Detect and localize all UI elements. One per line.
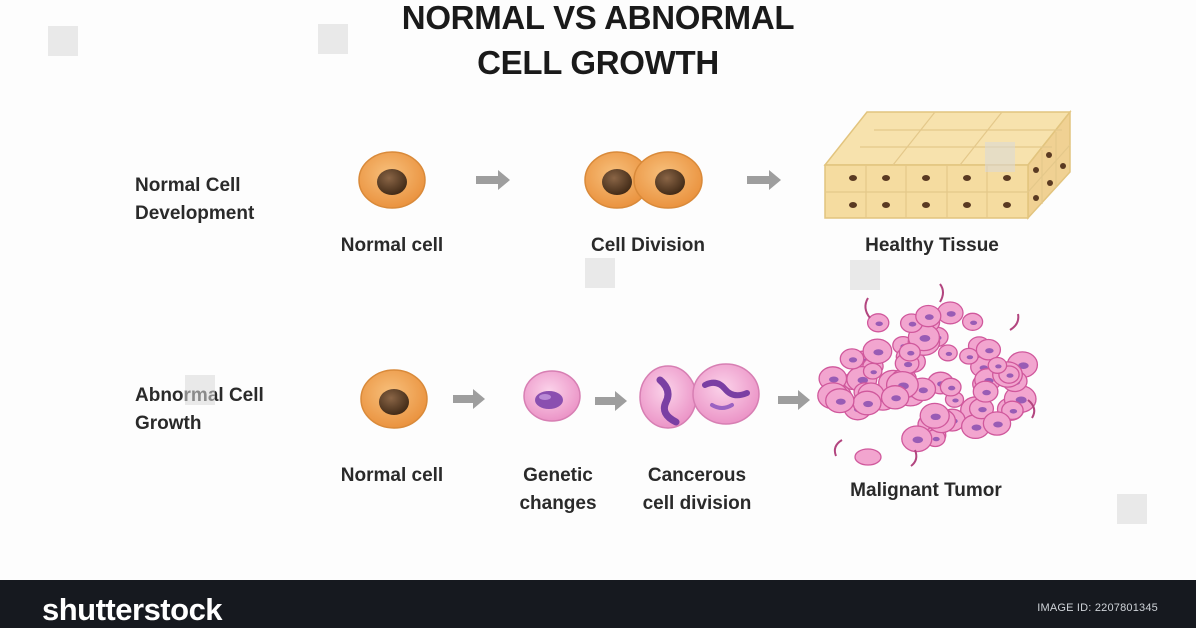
tumor-cell-nucleus [995, 364, 1002, 369]
cancerous-division-caption: Cancerous cell division [627, 462, 767, 518]
malignant-tumor-icon [817, 283, 1039, 467]
tumor-cell-nucleus [908, 321, 917, 327]
tumor-cell-nucleus [993, 421, 1003, 428]
tumor-cell-nucleus [912, 436, 924, 444]
malignant-tumor-caption: Malignant Tumor [850, 480, 1002, 501]
cell-division-caption: Cell Division [590, 235, 706, 256]
tumor-cell [854, 448, 882, 466]
normal-row-label-line1: Normal Cell [135, 175, 241, 196]
tumor-tendril [939, 283, 944, 303]
tumor-cell-nucleus [848, 357, 858, 363]
diagram-canvas [0, 0, 1196, 580]
tumor-cell-nucleus [1006, 373, 1014, 378]
genetic-changes-caption: Genetic changes [498, 462, 618, 518]
normal-row-label-line2: Development [135, 203, 255, 224]
tumor-cell-nucleus [966, 355, 974, 360]
tumor-cell-nucleus [945, 351, 953, 356]
tumor-cell-nucleus [932, 436, 940, 442]
tumor-cell-nucleus [857, 376, 868, 384]
watermark-marks [48, 24, 1147, 524]
tumor-cell-nucleus [924, 314, 934, 320]
tumor-cell-nucleus [948, 385, 956, 391]
normal-row-label: Normal Cell Development [135, 172, 254, 228]
tumor-tendril [864, 297, 871, 319]
tumor-cell-nucleus [952, 398, 959, 403]
tumor-cell-nucleus [891, 395, 901, 402]
cancerous-division-icon [639, 363, 760, 429]
tumor-cell-nucleus [918, 387, 928, 394]
genetic-changes-caption-line1: Genetic [523, 465, 593, 486]
cell-division-icon [584, 151, 703, 209]
healthy-tissue-caption: Healthy Tissue [865, 235, 999, 256]
arrow-right-icon [747, 170, 781, 190]
tumor-tendril [833, 439, 843, 457]
cell-growth-illustration [48, 24, 1147, 524]
abnormal-row-label-line2: Growth [135, 413, 202, 434]
tumor-cell-nucleus [930, 413, 941, 420]
tumor-cell-nucleus [946, 311, 956, 317]
tumor-cell-nucleus [970, 320, 978, 325]
abnormal-normal-cell-caption: Normal cell [340, 465, 444, 486]
tumor-cell-nucleus [971, 424, 982, 431]
diagram-title-line2: CELL GROWTH [477, 44, 719, 81]
tumor-cell-nucleus [875, 321, 883, 327]
arrow-right-icon [595, 391, 627, 411]
shutterstock-logo: shutterstock [42, 592, 223, 627]
normal-cell-icon [358, 151, 426, 209]
tumor-cell-nucleus [1015, 396, 1027, 404]
tumor-cell-nucleus [1009, 409, 1018, 414]
tumor-tendril [910, 449, 918, 467]
normal-cell-caption: Normal cell [340, 235, 444, 256]
tumor-cell-nucleus [863, 400, 873, 408]
arrow-right-icon [778, 390, 810, 410]
cancerous-division-caption-line1: Cancerous [647, 465, 747, 486]
tumor-cell-nucleus [982, 389, 991, 396]
tumor-cell-nucleus [1018, 362, 1029, 370]
tumor-cell-nucleus [907, 350, 915, 356]
tumor-cell-nucleus [835, 398, 846, 405]
tumor-cell-nucleus [919, 335, 931, 342]
tumor-cell-nucleus [978, 407, 987, 413]
tumor-cell-nucleus [985, 348, 994, 354]
genetic-change-cell-icon [523, 370, 581, 422]
tumor-tendril [1027, 399, 1036, 419]
normal-cell-icon [360, 369, 428, 429]
cancerous-division-caption-line2: cell division [642, 493, 752, 514]
image-id-label: IMAGE ID: 2207801345 [1037, 602, 1158, 614]
arrow-right-icon [476, 170, 510, 190]
tumor-cell-nucleus [870, 370, 877, 375]
arrow-right-icon [453, 389, 485, 409]
tumor-cell-nucleus [904, 361, 913, 368]
diagram-title-line1: NORMAL VS ABNORMAL [401, 0, 795, 36]
tumor-tendril [1009, 313, 1020, 331]
tumor-cell-nucleus [873, 349, 884, 356]
healthy-tissue-icon [823, 109, 1072, 220]
genetic-changes-caption-line2: changes [519, 493, 597, 514]
footer-bar [0, 580, 1196, 628]
tumor-cell-nucleus [829, 376, 839, 383]
